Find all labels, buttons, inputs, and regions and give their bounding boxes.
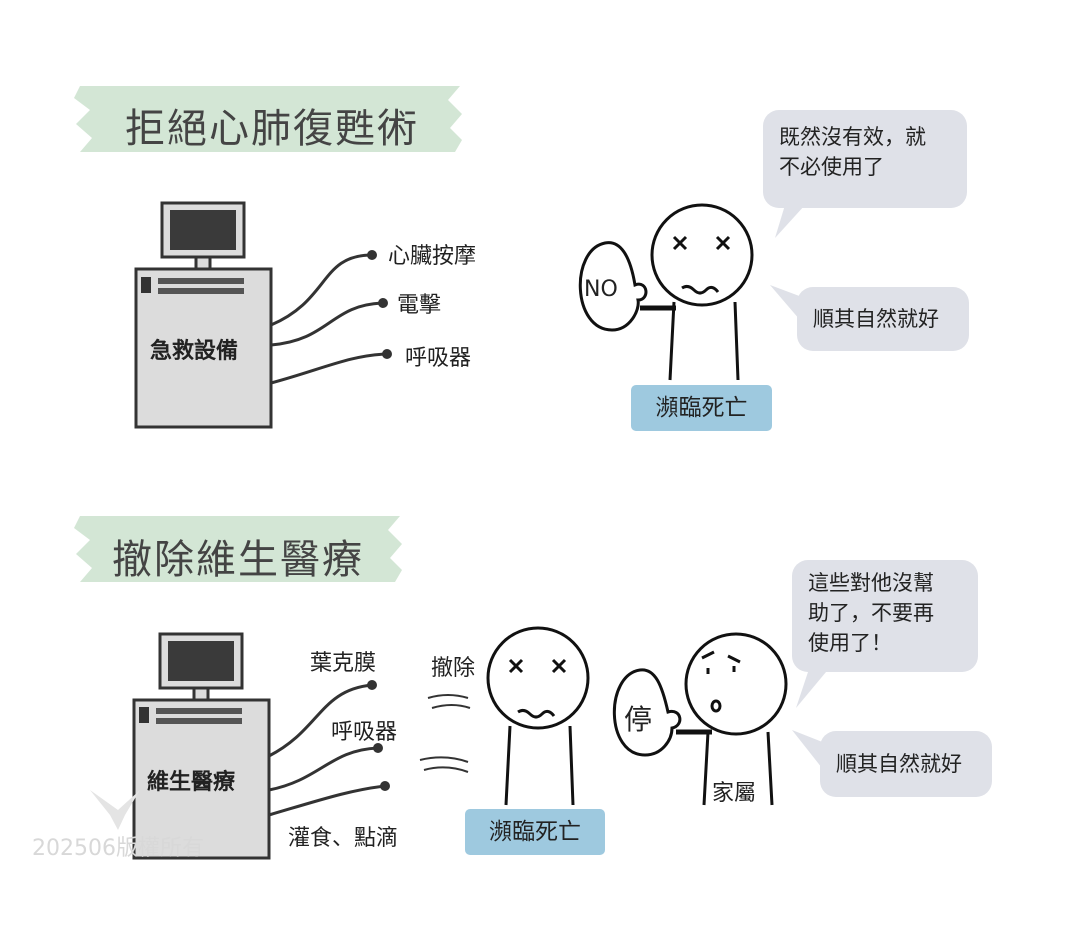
stop-sign: 停	[624, 703, 653, 736]
machine-2-label: 維生醫療	[147, 770, 236, 795]
title-banner-1	[74, 86, 462, 152]
section-1-title: 拒絕心肺復甦術	[125, 106, 419, 152]
watermark: 202506版權所有	[32, 836, 204, 861]
speech-bubble: 這些對他沒幫 助了，不要再 使用了！	[792, 560, 978, 672]
machine-1-label: 急救設備	[150, 339, 239, 364]
connection-label: 灌食、點滴	[288, 826, 399, 851]
speech-bubble: 順其自然就好	[797, 287, 969, 351]
no-sign: NO	[584, 277, 618, 302]
family-label: 家屬	[712, 781, 757, 806]
action-label: 撤除	[431, 656, 476, 681]
speech-bubble: 既然沒有效，就 不必使用了	[763, 110, 967, 208]
connection-label: 呼吸器	[405, 346, 472, 371]
patient-figure-1	[578, 203, 754, 381]
connection-label: 葉克膜	[310, 651, 377, 676]
title-banner-2	[74, 516, 402, 582]
status-badge: 瀕臨死亡	[465, 809, 605, 855]
speech-bubble: 順其自然就好	[820, 731, 992, 797]
connection-label: 電擊	[397, 293, 442, 318]
patient-figure-2	[486, 626, 590, 806]
machine-1	[134, 201, 388, 429]
watermark-logo	[90, 790, 140, 830]
removal-lines	[419, 694, 471, 773]
family-figure	[612, 632, 788, 806]
section-2-title: 撤除維生醫療	[112, 537, 364, 583]
connection-label: 心臟按摩	[388, 244, 477, 269]
connection-label: 呼吸器	[331, 720, 398, 745]
status-badge: 瀕臨死亡	[631, 385, 772, 431]
machine-2	[132, 632, 386, 860]
